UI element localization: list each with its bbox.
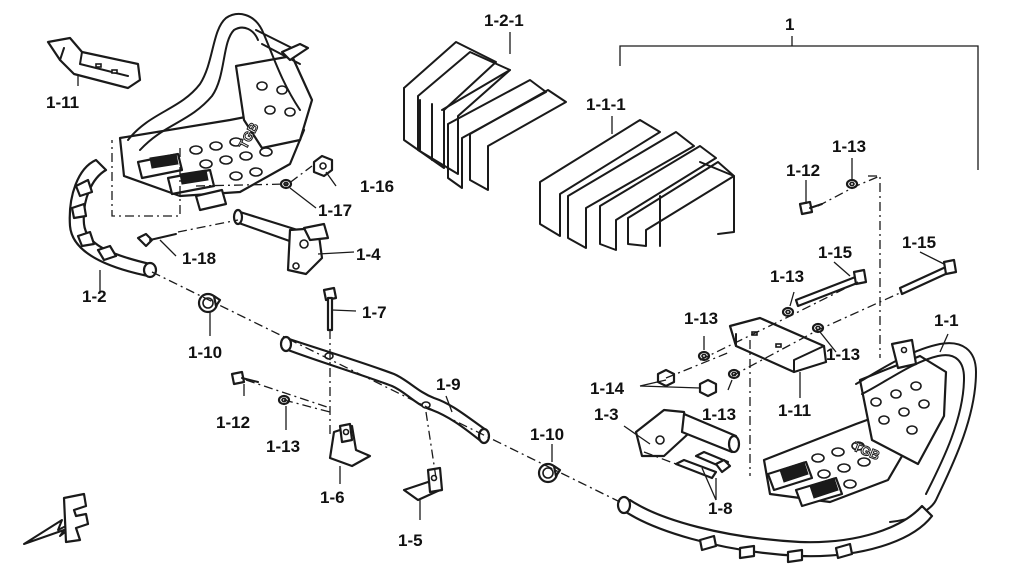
assembly-center-lines: [111, 140, 903, 503]
label-1-13-b: 1-13: [770, 267, 804, 286]
bolt-1-15-b: [898, 258, 958, 296]
label-1-13-a: 1-13: [832, 137, 866, 156]
label-1-1: 1-1: [934, 311, 959, 330]
bracket-1-6: [328, 422, 372, 468]
label-leaders: [77, 32, 979, 520]
washer-1-13-e: [811, 322, 825, 334]
label-1-4: 1-4: [356, 245, 381, 264]
bolt-1-18: [136, 232, 177, 248]
nut-1-14-b: [698, 378, 718, 398]
label-1-11-left: 1-11: [46, 93, 79, 112]
front-direction-marker: F: [23, 492, 90, 545]
label-1-13-c: 1-13: [684, 309, 718, 328]
label-1-10-left: 1-10: [188, 343, 222, 362]
washer-1-13-f: [727, 368, 741, 380]
label-1: 1: [785, 15, 794, 34]
label-1-15-a: 1-15: [818, 243, 852, 262]
label-1-10-right: 1-10: [530, 425, 564, 444]
bracket-1-5: [402, 466, 444, 502]
mount-bracket-1-3: [634, 408, 741, 458]
bracket-plate-1-11-right: [728, 316, 828, 374]
label-1-13-e: 1-13: [702, 405, 736, 424]
bracket-plate-1-11-left: [46, 36, 142, 90]
label-1-11-right: 1-11: [778, 401, 811, 420]
bolts-1-8: [674, 450, 732, 480]
mount-bracket-1-4: [286, 222, 330, 276]
strap-set-1-2-1: [403, 41, 567, 191]
label-1-9: 1-9: [436, 375, 461, 394]
label-1-6: 1-6: [320, 488, 345, 507]
label-1-8: 1-8: [708, 499, 733, 518]
label-1-2: 1-2: [82, 287, 107, 306]
label-1-2-1: 1-2-1: [484, 11, 524, 30]
strap-set-1-1-1: [539, 119, 735, 251]
nerf-bar-left-1-2: TGB: [68, 13, 314, 279]
label-1-3: 1-3: [594, 405, 619, 424]
label-1-12-upper: 1-12: [786, 161, 820, 180]
label-1-7: 1-7: [362, 303, 387, 322]
bolt-1-7: [322, 286, 338, 332]
label-1-1-1: 1-1-1: [586, 95, 626, 114]
bolt-1-12-upper: [798, 200, 823, 216]
foot-plate-holes-right: [811, 381, 930, 489]
label-1-17: 1-17: [318, 201, 352, 220]
label-1-15-b: 1-15: [902, 233, 936, 252]
label-1-12-lower: 1-12: [216, 413, 250, 432]
label-1-13-f: 1-13: [266, 437, 300, 456]
label-1-5: 1-5: [398, 531, 423, 550]
bolt-1-15-a: [794, 268, 868, 308]
washer-1-13-c: [781, 306, 795, 318]
label-1-16: 1-16: [360, 177, 394, 196]
nut-1-16: [312, 154, 334, 178]
cross-tube-1-9: [279, 335, 491, 445]
clamp-1-10-right: [537, 462, 562, 484]
label-1-13-d: 1-13: [826, 345, 860, 364]
label-1-18: 1-18: [182, 249, 216, 268]
nerf-bar-right-1-1: TGB: [616, 338, 977, 564]
bolt-1-12-lower: [230, 370, 259, 386]
clamp-1-10-left: [197, 292, 222, 314]
part-labels: 1 1-1 1-1-1 1-2 1-2-1 1-3 1-4 1-5 1-6 1-…: [46, 11, 959, 550]
label-1-14: 1-14: [590, 379, 625, 398]
